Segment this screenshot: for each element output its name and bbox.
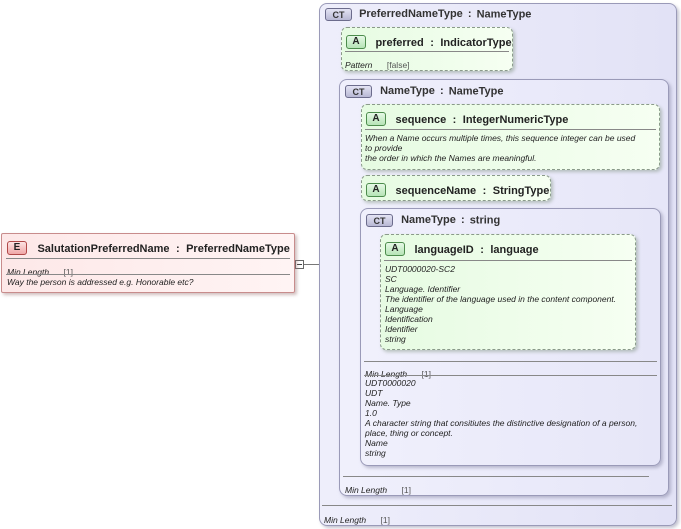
attribute-sequence-name[interactable]: A sequenceName : StringType [361, 175, 551, 201]
doc-line: UDT [365, 388, 383, 398]
divider [6, 274, 290, 275]
attribute-header: A preferred : IndicatorType [346, 33, 512, 51]
divider [365, 129, 656, 130]
facet-value: [1] [401, 485, 411, 495]
attribute-name: languageID [414, 244, 474, 256]
facet-value: [1] [421, 369, 431, 379]
attribute-header: A sequenceName : StringType [366, 181, 549, 199]
separator: : [482, 185, 487, 197]
outer-ct-name: PreferredNameType [359, 8, 463, 21]
attribute-type: IntegerNumericType [462, 114, 569, 126]
divider [322, 505, 672, 506]
attribute-type: IndicatorType [440, 37, 512, 49]
collapse-toggle[interactable] [295, 260, 304, 269]
attribute-preferred[interactable]: A preferred : IndicatorType Pattern [fal… [341, 27, 513, 71]
attribute-facet: Pattern [false] [345, 55, 410, 73]
outer-ct-facet: Min Length [1] [324, 510, 390, 528]
attribute-documentation: When a Name occurs multiple times, this … [365, 133, 635, 163]
separator: : [430, 37, 434, 49]
middle-ct-facet: Min Length [1] [345, 480, 411, 498]
facet-value: [false] [386, 60, 410, 70]
divider [345, 51, 509, 52]
root-element-type: PreferredNameType [186, 243, 290, 255]
attribute-icon: A [346, 34, 366, 49]
divider [6, 258, 290, 259]
root-element-box[interactable]: E SalutationPreferredName : PreferredNam… [1, 233, 295, 293]
inner-ct-facet: Min Length [1] [365, 364, 431, 382]
facet-value: [1] [380, 515, 390, 525]
root-element-header: E SalutationPreferredName : PreferredNam… [7, 239, 290, 257]
complex-type-icon: CT [366, 214, 393, 227]
attribute-icon: A [385, 241, 405, 256]
root-facet: Min Length [1] [7, 262, 73, 280]
divider [343, 476, 649, 477]
root-element-name: SalutationPreferredName [37, 243, 170, 255]
separator: : [460, 214, 465, 227]
middle-ct-type: NameType [448, 85, 504, 98]
facet-name: Min Length [365, 369, 408, 379]
attribute-header: A sequence : IntegerNumericType [366, 110, 568, 128]
doc-line: SC [385, 274, 397, 284]
outer-ct-header: CT PreferredNameType : NameType [325, 8, 531, 21]
attribute-name: sequence [395, 114, 447, 126]
inner-ct-type: string [469, 214, 501, 227]
doc-line: Name. Type [365, 398, 411, 408]
separator: : [480, 244, 484, 256]
inner-ct-name: NameType [401, 214, 456, 227]
middle-ct-name: NameType [380, 85, 435, 98]
facet-name: Min Length [345, 485, 388, 495]
connector-root [295, 264, 329, 265]
attribute-type: language [490, 244, 539, 256]
element-badge-icon: E [7, 240, 27, 255]
attribute-sequence[interactable]: A sequence : IntegerNumericType When a N… [361, 104, 660, 170]
doc-line: A character string that consitiutes the … [365, 418, 638, 428]
inner-ct-documentation: UDT0000020 UDT Name. Type 1.0 A characte… [365, 378, 637, 458]
doc-line: The identifier of the language used in t… [385, 294, 617, 304]
facet-value: [1] [63, 267, 73, 277]
divider [384, 260, 632, 261]
attribute-icon: A [366, 111, 386, 126]
doc-line: Language [385, 304, 423, 314]
facet-name: Min Length [7, 267, 50, 277]
middle-ct-header: CT NameType : NameType [345, 85, 504, 98]
attribute-language-id[interactable]: A languageID : language UDT0000020-SC2 S… [380, 234, 636, 350]
facet-name: Pattern [345, 60, 373, 70]
doc-line: UDT0000020 [365, 378, 416, 388]
doc-line: Identifier [385, 324, 418, 334]
doc-line: UDT0000020-SC2 [385, 264, 455, 274]
doc-line: the order in which the Names are meaning… [365, 153, 537, 163]
doc-line: 1.0 [365, 408, 377, 418]
attribute-icon: A [366, 182, 386, 197]
separator: : [175, 243, 180, 255]
doc-line: to provide [365, 143, 403, 153]
separator: : [452, 114, 457, 126]
separator: : [467, 8, 472, 21]
attribute-name: preferred [375, 37, 424, 49]
inner-ct-header: CT NameType : string [366, 214, 500, 227]
doc-line: Language. Identifier [385, 284, 461, 294]
doc-line: string [365, 448, 386, 458]
divider [364, 375, 657, 376]
separator: : [439, 85, 444, 98]
complex-type-icon: CT [345, 85, 372, 98]
doc-line: place, thing or concept. [365, 428, 453, 438]
doc-line: When a Name occurs multiple times, this … [365, 133, 636, 143]
outer-ct-type: NameType [476, 8, 532, 21]
root-documentation: Way the person is addressed e.g. Honorab… [7, 277, 194, 287]
attribute-type: StringType [492, 185, 550, 197]
doc-line: string [385, 334, 406, 344]
attribute-documentation: UDT0000020-SC2 SC Language. Identifier T… [385, 264, 616, 344]
complex-type-icon: CT [325, 8, 352, 21]
doc-line: Identification [385, 314, 433, 324]
facet-name: Min Length [324, 515, 367, 525]
attribute-name: sequenceName [395, 185, 477, 197]
doc-line: Name [365, 438, 388, 448]
divider [364, 361, 657, 362]
attribute-header: A languageID : language [385, 240, 539, 258]
